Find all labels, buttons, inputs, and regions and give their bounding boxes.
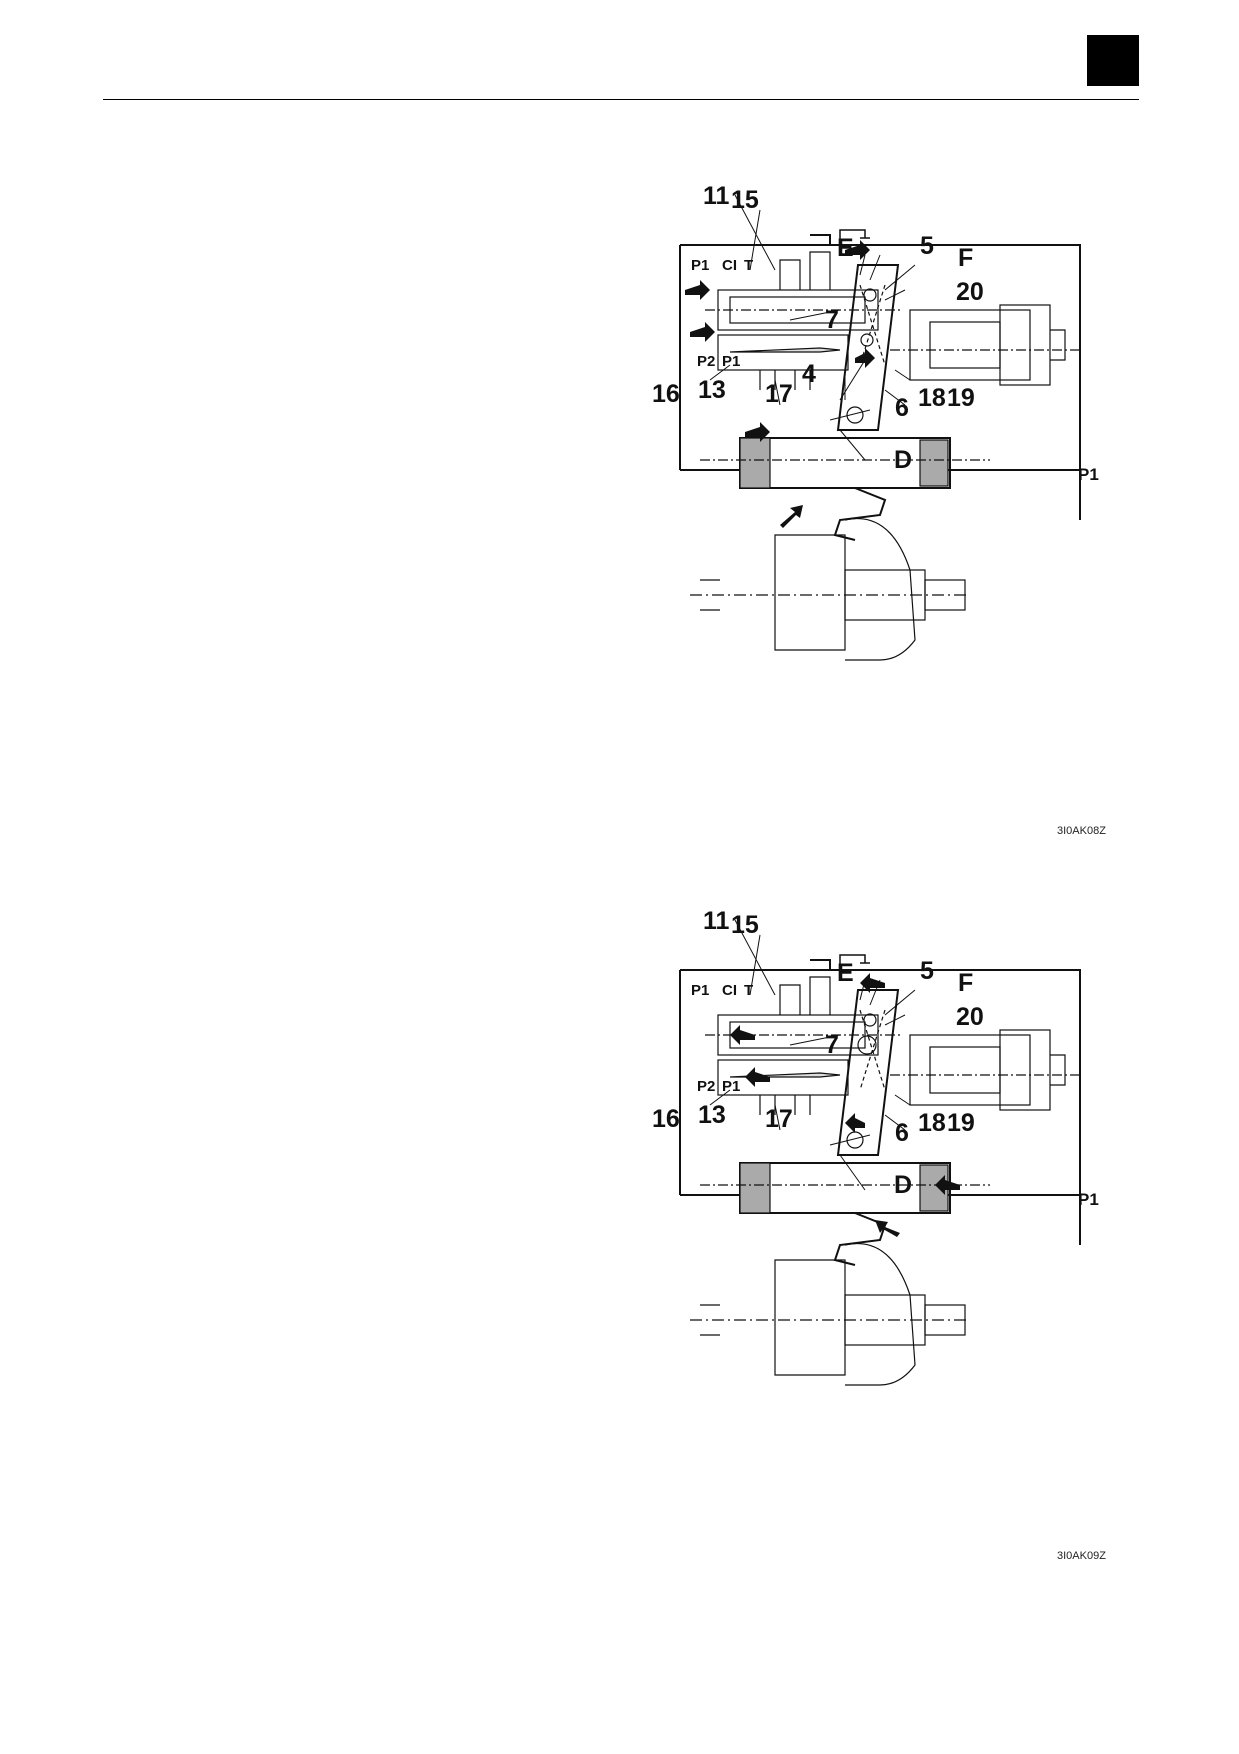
label-t: T [744,257,754,274]
label-p1-mid: P1 [722,353,741,370]
label-d: D [894,1171,913,1199]
label-13: 13 [698,1101,726,1129]
label-19: 19 [947,384,975,412]
figure-code: 3I0AK08Z [1057,825,1106,837]
regulator-diagram-top: 11 15 E 5 F 20 P1 CI T 7 P2 P1 16 13 17 … [652,184,1120,838]
label-p1-mid: P1 [722,1078,741,1095]
label-7: 7 [825,1031,839,1059]
label-6: 6 [895,1119,909,1147]
label-18: 18 [918,1109,946,1137]
regulator-drawing-top [679,194,1081,661]
label-15: 15 [731,186,759,214]
label-f: F [958,969,974,997]
label-p1-top: P1 [691,257,710,274]
label-19: 19 [947,1109,975,1137]
label-e: E [837,959,854,987]
label-e: E [837,234,854,262]
label-t: T [744,982,754,999]
label-d: D [894,446,913,474]
label-18: 18 [918,384,946,412]
label-7: 7 [825,306,839,334]
label-11: 11 [703,907,730,935]
label-16: 16 [652,380,680,408]
regulator-diagram-bottom: 11 15 E 5 F 20 P1 CI T 7 P2 P1 16 13 17 … [652,909,1120,1563]
label-p2: P2 [697,1078,716,1095]
label-17: 17 [765,1105,793,1133]
label-p1-outlet: P1 [1078,465,1099,484]
label-5: 5 [920,957,934,985]
figure-code: 3I0AK09Z [1057,1550,1106,1562]
label-15: 15 [731,911,759,939]
label-f: F [958,244,974,272]
label-13: 13 [698,376,726,404]
label-ci: CI [722,982,737,999]
label-11: 11 [703,182,730,210]
label-ci: CI [722,257,737,274]
label-p1-outlet: P1 [1078,1190,1099,1209]
label-4: 4 [802,360,816,388]
label-6: 6 [895,394,909,422]
label-p2: P2 [697,353,716,370]
label-17: 17 [765,380,793,408]
page-tab-marker [1087,35,1139,86]
label-5: 5 [920,232,934,260]
label-p1-top: P1 [691,982,710,999]
label-20: 20 [956,1003,984,1031]
header-rule [103,99,1139,100]
label-16: 16 [652,1105,680,1133]
label-20: 20 [956,278,984,306]
regulator-drawing-bottom [679,919,1081,1386]
